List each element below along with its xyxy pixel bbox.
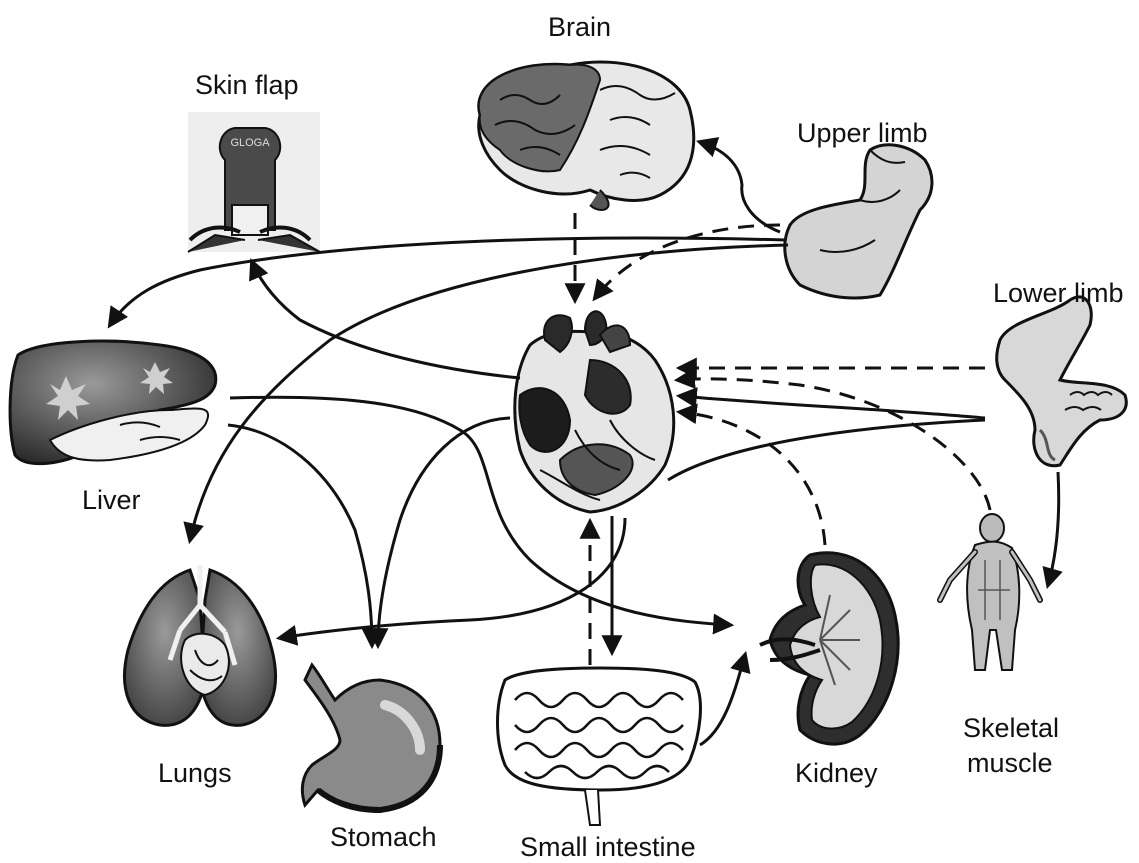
skeletal-muscle-illustration <box>940 514 1040 670</box>
kidney-illustration <box>760 553 898 744</box>
arrow-lowerlimb-skeletalmuscle <box>1048 472 1059 585</box>
label-brain: Brain <box>548 12 611 43</box>
arrow-heart-stomach <box>378 418 510 645</box>
arrow-heart-skinflap <box>252 262 520 378</box>
label-lungs: Lungs <box>158 758 232 789</box>
skin-flap-tag: GLOGA <box>230 137 270 149</box>
liver-illustration <box>10 341 216 464</box>
label-stomach: Stomach <box>330 822 437 853</box>
label-skeletal-muscle-line1: Skeletal <box>963 713 1059 744</box>
lower-limb-illustration <box>997 297 1127 466</box>
arrow-smallintestine-kidney <box>700 655 745 745</box>
small-intestine-illustration <box>498 668 701 825</box>
upper-limb-illustration <box>785 145 932 298</box>
brain-illustration <box>479 62 694 210</box>
label-upper-limb: Upper limb <box>797 118 928 149</box>
heart-illustration <box>515 311 674 512</box>
arrow-upperlimb-brain <box>700 142 780 232</box>
skin-flap-illustration: GLOGA <box>188 112 320 252</box>
dashed-arrow-upperlimb-heart <box>595 225 780 298</box>
arrow-upperlimb-lungs <box>190 245 788 540</box>
arrow-heart-lungs <box>280 518 625 638</box>
arrow-lowerlimb-heart <box>680 396 985 418</box>
lungs-illustration <box>125 565 276 725</box>
dashed-arrow-kidney-heart <box>680 412 825 545</box>
label-liver: Liver <box>82 485 141 516</box>
label-skin-flap: Skin flap <box>195 70 299 101</box>
stomach-illustration <box>302 665 440 810</box>
label-skeletal-muscle-line2: muscle <box>967 748 1053 779</box>
label-kidney: Kidney <box>795 758 878 789</box>
arrow-heart-lowerlimb-return <box>668 420 985 480</box>
label-small-intestine: Small intestine <box>520 832 696 863</box>
label-lower-limb: Lower limb <box>993 278 1124 309</box>
